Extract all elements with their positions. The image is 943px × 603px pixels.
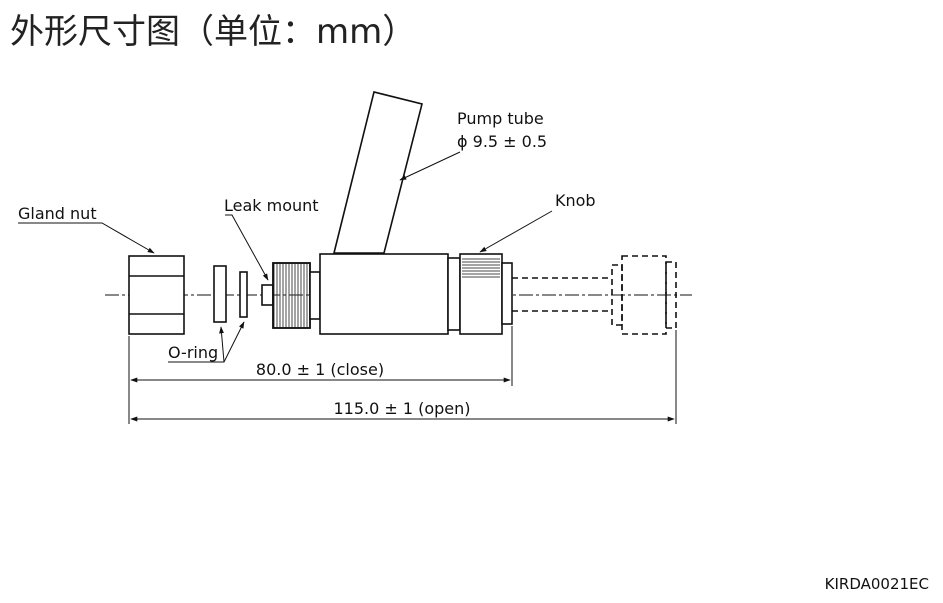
leader-knob: [479, 210, 553, 253]
valve-body: [319, 253, 449, 335]
knob: [447, 253, 513, 335]
label-pump-tube-dim: ϕ 9.5 ± 0.5: [457, 132, 547, 151]
label-dim-open: 115.0 ± 1 (open): [333, 399, 470, 418]
leader-gland-nut: [18, 222, 155, 254]
label-pump-tube: Pump tube: [457, 109, 544, 128]
label-dim-close: 80.0 ± 1 (close): [256, 360, 384, 379]
pump-tube: [332, 91, 423, 254]
o-ring-2: [239, 271, 248, 318]
drawing-code: KIRDA0021EC: [824, 575, 929, 593]
gland-nut: [128, 255, 185, 335]
leader-pump-tube: [399, 151, 461, 181]
label-o-ring: O-ring: [168, 343, 218, 362]
page-title: 外形尺寸图（单位：mm）: [10, 12, 417, 52]
knob-open-position: [512, 255, 677, 335]
leader-leak-mount: [225, 214, 269, 281]
label-gland-nut: Gland nut: [18, 204, 97, 223]
o-ring-1: [213, 265, 227, 323]
label-leak-mount: Leak mount: [224, 196, 319, 215]
leak-mount: [261, 262, 321, 329]
label-knob: Knob: [555, 191, 596, 210]
